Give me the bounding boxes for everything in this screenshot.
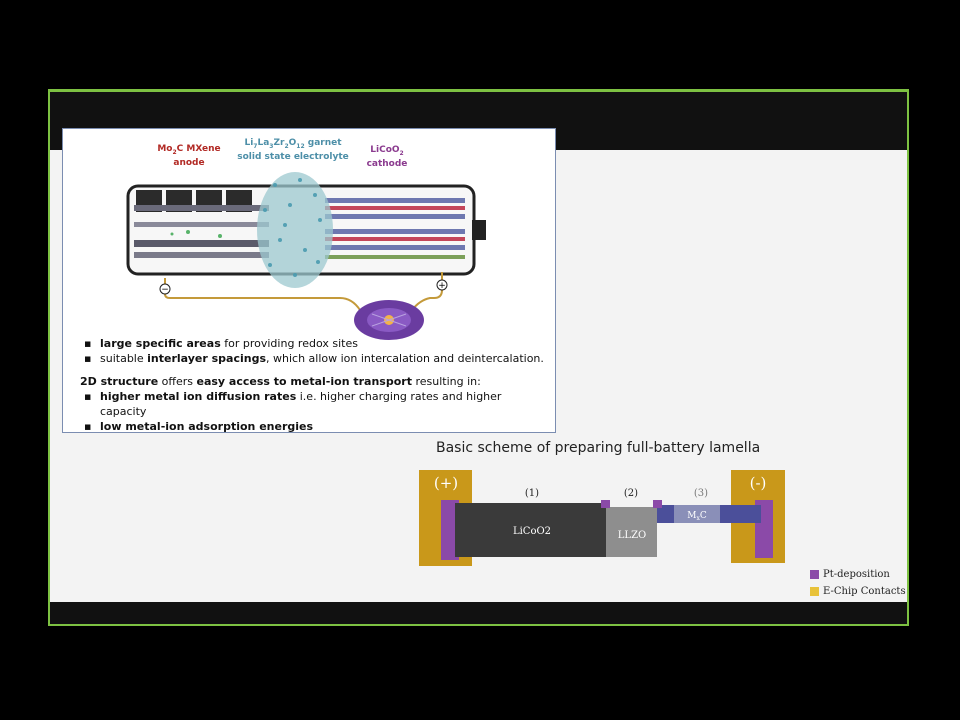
anode-layers [134, 205, 269, 258]
electrolyte-region [257, 172, 333, 288]
minus-sign: − [161, 285, 169, 295]
ion-dots [170, 230, 222, 238]
wire-positive [411, 272, 443, 311]
llzo-block [606, 507, 657, 557]
bullet-item: low metal-ion adsorption energies [80, 419, 550, 434]
minus-terminal-icon [159, 283, 171, 295]
echip-swatch [810, 587, 819, 596]
pt-square [601, 500, 610, 508]
minus-contact-label: (-) [750, 474, 767, 492]
licoo2-block [455, 503, 607, 557]
bullet-item: suitable interlayer spacings, which allo… [80, 351, 550, 366]
plus-terminal-icon [436, 279, 448, 291]
plus-sign: + [438, 281, 446, 291]
electrolyte-label: Li7La3Zr2O12 garnet solid state electrol… [237, 138, 349, 162]
pt-swatch [810, 570, 819, 579]
legend-item-echip: E-Chip Contacts [810, 583, 906, 600]
cathode-label: LiCoO2 cathode [366, 145, 408, 169]
step-3-label: (3) [694, 488, 708, 499]
licoo2-label: LiCoO2 [513, 526, 551, 537]
wire-negative [164, 278, 361, 311]
mxc-center [674, 505, 720, 523]
scheme-title: Basic scheme of preparing full-battery l… [436, 440, 761, 456]
legend-item-pt: Pt-deposition [810, 566, 906, 583]
scheme-legend: Pt-deposition E-Chip Contacts [810, 566, 906, 600]
anode-label: Mo2C MXene anode [157, 144, 221, 168]
bullet-item: higher metal ion diffusion rates i.e. hi… [80, 389, 550, 419]
slide-bottom-band [50, 602, 907, 624]
pt-square [653, 500, 662, 508]
step-2-label: (2) [624, 488, 638, 499]
plus-contact-label: (+) [434, 474, 458, 492]
mxc-label: MxC [687, 511, 707, 522]
electrolyte-particles [263, 178, 322, 277]
bullet-item: large specific areas for providing redox… [80, 336, 550, 351]
pt-deposition-left [441, 500, 459, 560]
step-1-label: (1) [525, 488, 539, 499]
battery-terminal [472, 220, 486, 240]
feature-list: large specific areas for providing redox… [80, 336, 550, 434]
cathode-layers [325, 198, 465, 259]
structure-statement: 2D structure offers easy access to metal… [80, 375, 481, 388]
llzo-label: LLZO [618, 530, 646, 541]
